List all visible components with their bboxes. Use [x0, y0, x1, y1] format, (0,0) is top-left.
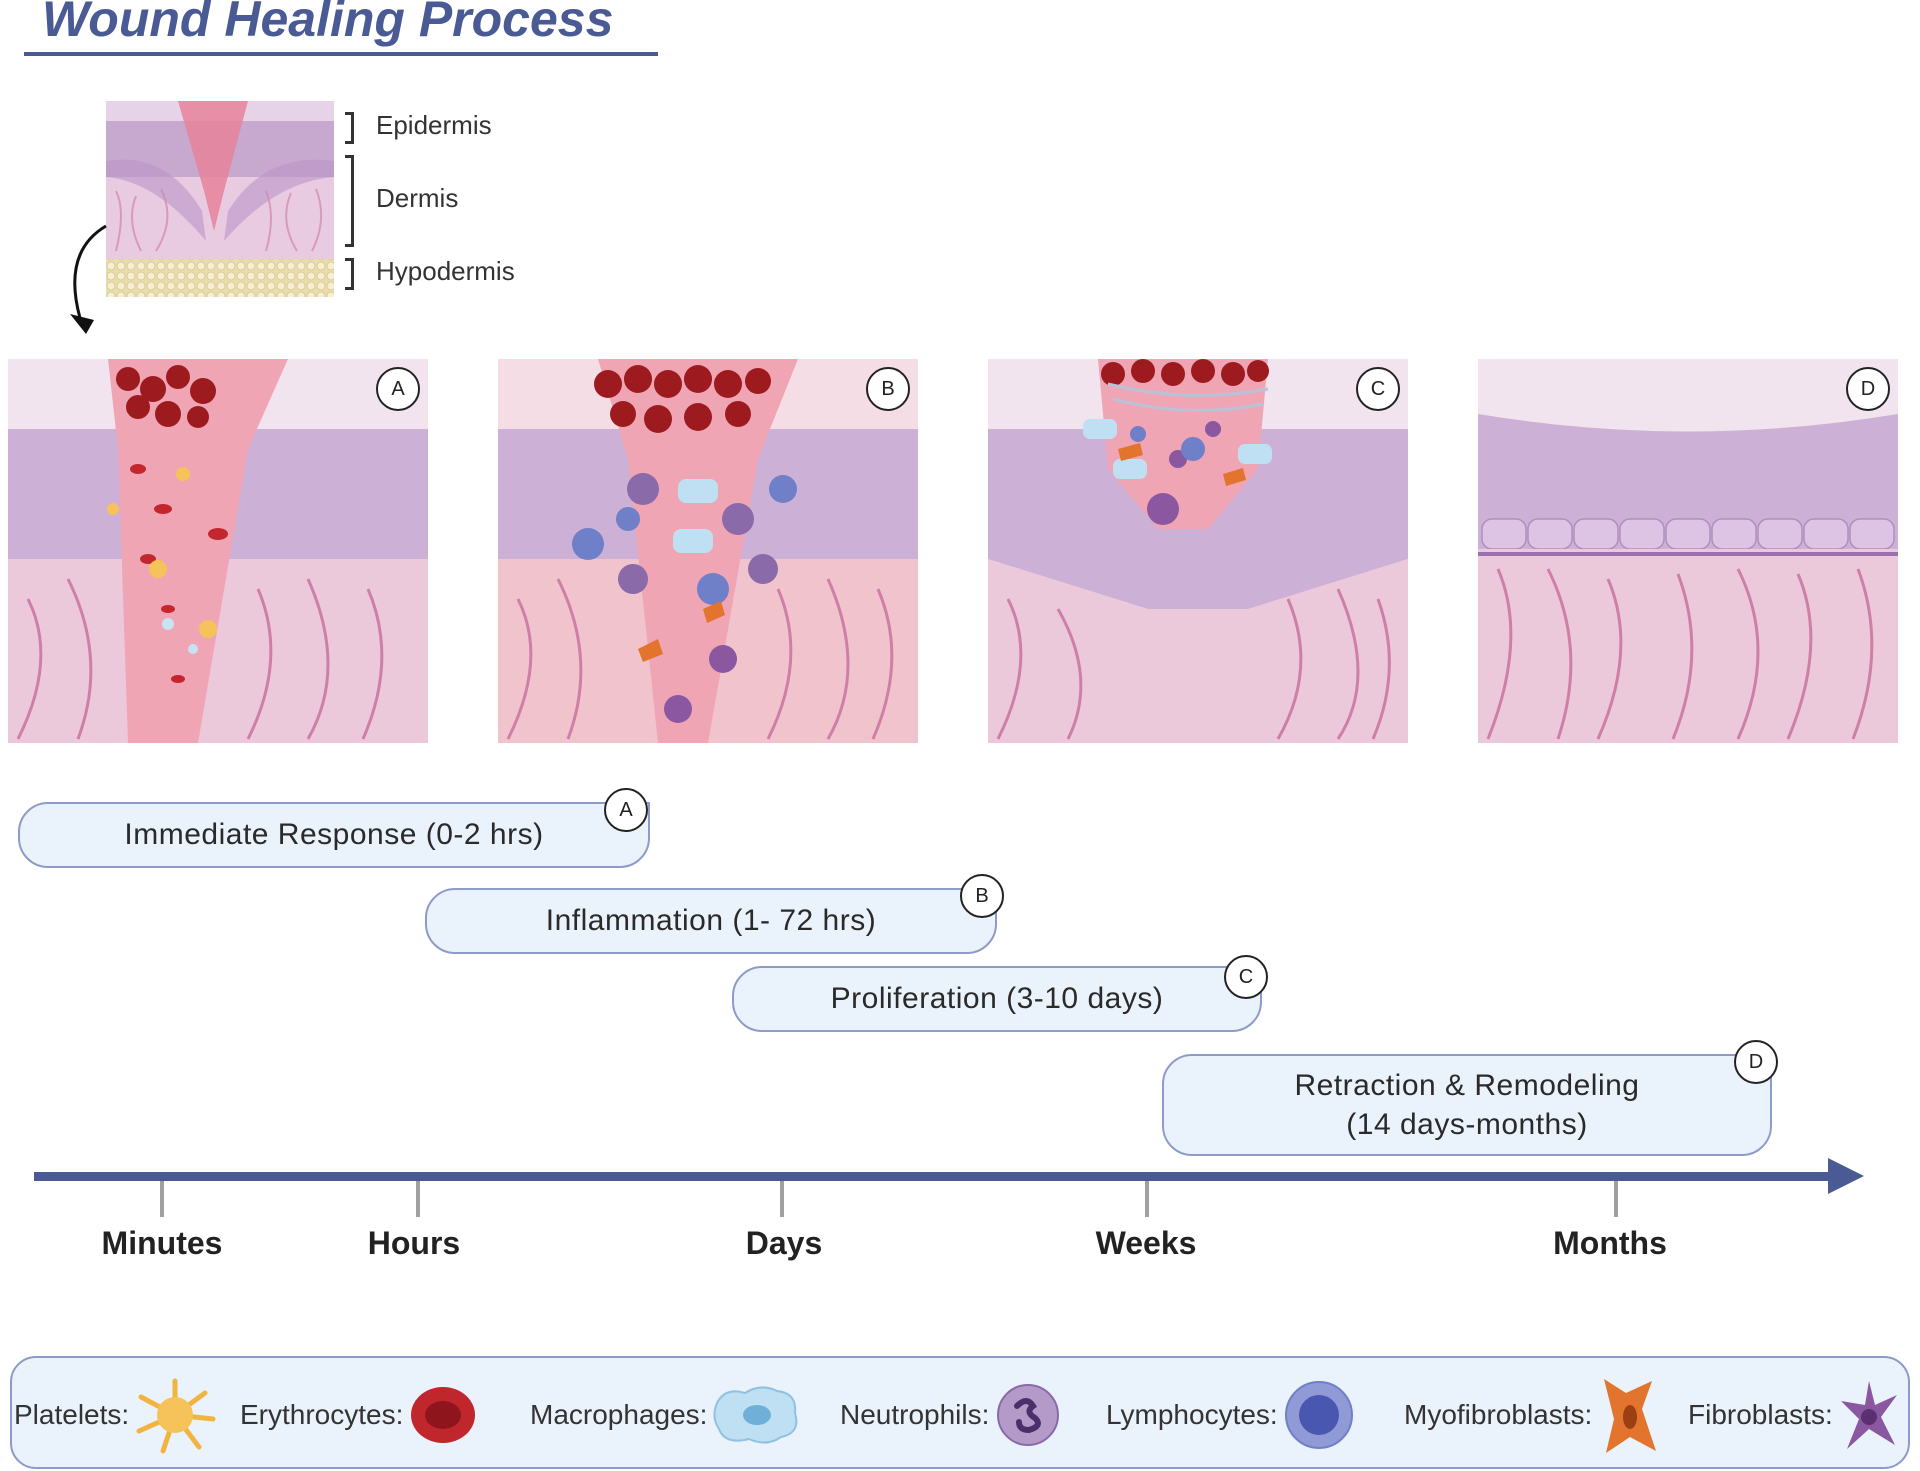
phase-tag-c: C — [1224, 955, 1268, 999]
legend-label: Macrophages: — [530, 1399, 708, 1430]
legend-item-erythrocytes: Erythrocytes: — [240, 1375, 479, 1455]
legend-item-neutrophils: Neutrophils: — [840, 1375, 1063, 1455]
skin-cross-section — [106, 101, 334, 297]
phase-retraction-remodeling: Retraction & Remodeling (14 days-months) — [1162, 1054, 1772, 1156]
myofibroblast-icon — [1604, 1379, 1657, 1453]
legend-item-lymphocytes: Lymphocytes: — [1106, 1375, 1356, 1455]
epidermis-bracket — [345, 112, 354, 144]
legend-item-fibroblasts: Fibroblasts: — [1688, 1375, 1901, 1455]
platelet-icon — [136, 1378, 216, 1454]
dermis-label: Dermis — [376, 183, 459, 213]
legend-item-platelets: Platelets: — [14, 1375, 217, 1455]
timeline-label-weeks: Weeks — [1095, 1225, 1197, 1261]
phase-tag-a: A — [604, 788, 648, 832]
legend-label: Erythrocytes: — [240, 1399, 404, 1430]
title-underline — [24, 52, 658, 56]
panel-tag-a: A — [376, 367, 420, 411]
timeline-tick — [416, 1181, 420, 1217]
stage-panel-d: D — [1478, 359, 1898, 743]
phase-label: Proliferation (3-10 days) — [830, 982, 1164, 1015]
cell-legend — [10, 1356, 1910, 1469]
timeline-tick — [780, 1181, 784, 1217]
timeline-axis — [34, 1172, 1834, 1181]
curved-arrow-icon — [70, 224, 107, 334]
erythrocyte-icon — [411, 1387, 476, 1443]
phase-label: Inflammation (1- 72 hrs) — [545, 904, 877, 937]
lymphocyte-icon — [1284, 1381, 1353, 1449]
stage-panel-b: B — [498, 359, 918, 743]
hypodermis-bracket — [345, 258, 354, 290]
phase-label-line2: (14 days-months) — [1346, 1108, 1588, 1141]
phase-immediate-response: Immediate Response (0-2 hrs) — [18, 802, 650, 868]
legend-label: Fibroblasts: — [1688, 1399, 1833, 1430]
fibroblast-icon — [1840, 1381, 1897, 1449]
timeline-tick — [1145, 1181, 1149, 1217]
phase-inflammation: Inflammation (1- 72 hrs) — [425, 888, 997, 954]
legend-label: Myofibroblasts: — [1404, 1399, 1593, 1430]
legend-label: Neutrophils: — [840, 1399, 990, 1430]
page-title: Wound Healing Process — [42, 0, 614, 47]
legend-item-macrophages: Macrophages: — [530, 1375, 801, 1455]
timeline-label-minutes: Minutes — [101, 1225, 223, 1261]
timeline-tick — [1614, 1181, 1618, 1217]
stage-panel-a: A — [8, 359, 428, 743]
timeline-label-days: Days — [745, 1225, 823, 1261]
neutrophil-icon — [997, 1384, 1060, 1446]
dermis-bracket — [345, 155, 354, 247]
panel-tag-b: B — [866, 367, 910, 411]
stage-panel-c: C — [988, 359, 1408, 743]
legend-label: Platelets: — [14, 1399, 130, 1430]
timeline-label-hours: Hours — [367, 1225, 461, 1261]
legend-label: Lymphocytes: — [1106, 1399, 1278, 1430]
epidermis-label: Epidermis — [376, 110, 492, 140]
hypodermis-label: Hypodermis — [376, 256, 515, 286]
phase-tag-b: B — [960, 874, 1004, 918]
phase-tag-d: D — [1734, 1040, 1778, 1084]
macrophage-icon — [713, 1386, 798, 1444]
arrow-head-icon — [1828, 1158, 1864, 1194]
panel-tag-c: C — [1356, 367, 1400, 411]
panel-tag-d: D — [1846, 367, 1890, 411]
phase-label: Retraction & Remodeling — [1294, 1069, 1640, 1102]
legend-item-myofibroblasts: Myofibroblasts: — [1404, 1375, 1660, 1455]
timeline-tick — [160, 1181, 164, 1217]
timeline-label-months: Months — [1553, 1225, 1667, 1261]
phase-proliferation: Proliferation (3-10 days) — [732, 966, 1262, 1032]
phase-label: Immediate Response (0-2 hrs) — [124, 818, 544, 851]
